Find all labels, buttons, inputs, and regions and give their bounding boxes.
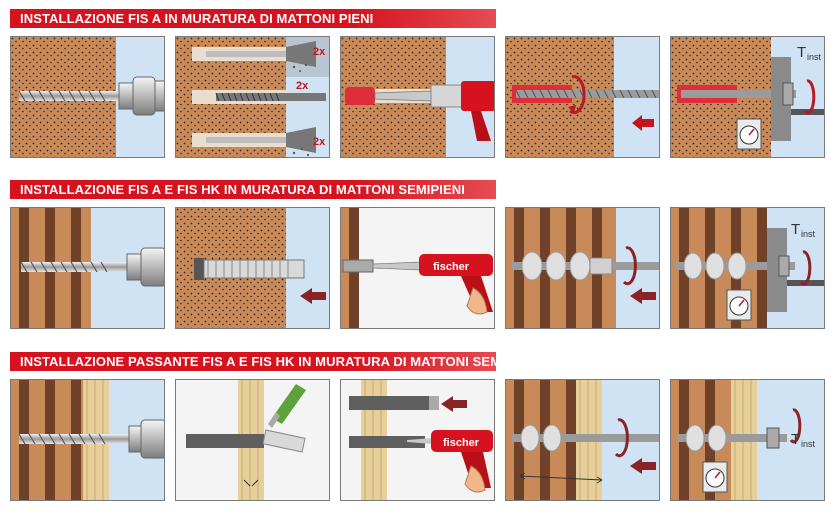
step-3-4-insert-rod — [505, 379, 660, 501]
torque-sub-2: inst — [801, 229, 816, 239]
repeat-label-3: 2x — [313, 136, 326, 148]
step-2-4-insert-rod — [505, 207, 660, 329]
section-3-banner: INSTALLAZIONE PASSANTE FIS A E FIS HK IN… — [10, 352, 539, 371]
brand-label-2: fischer — [443, 437, 480, 449]
step-3-1-drill-through — [10, 379, 165, 501]
section-1-title: INSTALLAZIONE FIS A IN MURATURA DI MATTO… — [20, 11, 374, 26]
torque-sub-1: inst — [807, 52, 822, 62]
brand-label-1: fischer — [433, 261, 470, 273]
repeat-label-2: 2x — [296, 80, 309, 92]
step-3-5-tighten: T inst — [670, 379, 825, 501]
step-2-5-tighten: T inst — [670, 207, 825, 329]
step-2-1-drill-hole — [10, 207, 165, 329]
torque-label-3: T — [791, 431, 800, 448]
step-3-3-inject-mortar: fischer — [340, 379, 495, 501]
repeat-label-1: 2x — [313, 46, 326, 58]
step-1-3-inject-mortar — [340, 36, 495, 158]
torque-label-2: T — [791, 221, 800, 238]
section-3-title: INSTALLAZIONE PASSANTE FIS A E FIS HK IN… — [20, 354, 540, 369]
step-2-3-inject-mortar: fischer — [340, 207, 495, 329]
step-3-2-cut-sleeve — [175, 379, 330, 501]
section-2-title: INSTALLAZIONE FIS A E FIS HK IN MURATURA… — [20, 182, 465, 197]
torque-sub-3: inst — [801, 439, 816, 449]
step-1-1-drill-hole — [10, 36, 165, 158]
section-1-banner: INSTALLAZIONE FIS A IN MURATURA DI MATTO… — [10, 9, 496, 28]
step-2-2-insert-sleeve — [175, 207, 330, 329]
step-1-4-insert-rod — [505, 36, 660, 158]
section-2-banner: INSTALLAZIONE FIS A E FIS HK IN MURATURA… — [10, 180, 496, 199]
torque-label-1: T — [797, 44, 806, 61]
step-1-5-tighten: T inst — [670, 36, 825, 158]
step-1-2-clean-hole: 2x 2x 2x — [175, 36, 330, 158]
